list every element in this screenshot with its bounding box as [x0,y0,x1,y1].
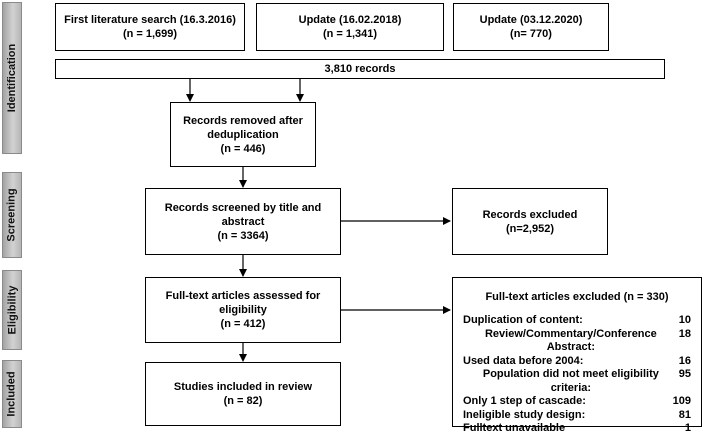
reason-label: Ineligible study design: [463,408,586,421]
reason-label: Population did not meet eligibility crit… [482,368,659,394]
exclusion-reasons-list: Duplication of content: 10 Review/Commen… [453,314,701,436]
removed-line1: Records removed after [183,114,303,127]
search-count: (n = 1,341) [322,28,378,40]
search-title: First literature search (16.3.2016) [64,14,236,26]
reason-label: Review/Commentary/Conference Abstract: [484,327,657,354]
exclusion-reason: Population did not meet eligibility crit… [463,368,691,395]
reason-label: Duplication of content: [463,314,583,326]
search-box-first: First literature search (16.3.2016) (n =… [55,3,245,51]
reason-label: Fulltext unavailable [463,422,566,434]
reason-label: Used data before 2004: [463,354,584,367]
exclusion-reason: Review/Commentary/Conference Abstract: 1… [463,328,691,355]
exclusion-reason: Ineligible study design: 81 [463,409,691,423]
excluded-box: Records excluded (n=2,952) [452,188,608,255]
fulltext-count: (n = 412) [220,318,266,330]
reason-count: 10 [678,314,691,326]
included-line1: Studies included in review [173,381,313,393]
removed-box: Records removed after deduplication (n =… [170,102,316,167]
phase-identification: Identification [2,2,22,154]
fulltext-line2: eligibility [219,304,267,316]
reason-count: 81 [678,408,691,421]
search-count: (n = 1,699) [122,28,178,40]
included-count: (n = 82) [223,395,263,407]
reason-label: Only 1 step of cascade: [463,395,586,407]
reason-count: 1 [684,422,691,434]
fulltext-box: Full-text articles assessed for eligibil… [145,277,341,343]
total-records-text: 3,810 records [324,63,396,75]
fulltext-excluded-title: Full-text articles excluded (n = 330) [485,291,669,303]
phase-eligibility: Eligibility [2,270,22,350]
excluded-count: (n=2,952) [506,222,554,235]
screened-line2: abstract [221,215,265,228]
search-title: Update (16.02.2018) [298,14,402,26]
total-records-box: 3,810 records [55,59,665,79]
excluded-title: Records excluded [482,208,578,221]
removed-count: (n = 446) [220,142,266,155]
reason-count: 109 [672,395,691,407]
phase-screening: Screening [2,172,22,258]
fulltext-excluded-box: Full-text articles excluded (n = 330) Du… [452,277,702,434]
reason-count: 16 [678,354,691,367]
exclusion-reason: Fulltext unavailable 1 [463,422,691,436]
screened-count: (n = 3364) [217,229,269,242]
reason-count: 95 [678,368,691,380]
search-count: (n= 770) [510,28,552,40]
exclusion-reason: Duplication of content: 10 [463,314,691,328]
search-title: Update (03.12.2020) [479,14,583,26]
included-box: Studies included in review (n = 82) [145,362,341,426]
removed-line2: deduplication [207,128,279,141]
search-box-update-2020: Update (03.12.2020) (n= 770) [453,3,609,51]
phase-included: Included [2,360,22,428]
exclusion-reason: Only 1 step of cascade: 109 [463,395,691,409]
screened-box: Records screened by title and abstract (… [145,188,341,255]
reason-count: 18 [678,327,691,340]
exclusion-reason: Used data before 2004: 16 [463,355,691,369]
fulltext-line1: Full-text articles assessed for [165,290,321,302]
screened-line1: Records screened by title and [164,201,322,214]
search-box-update-2018: Update (16.02.2018) (n = 1,341) [256,3,444,51]
